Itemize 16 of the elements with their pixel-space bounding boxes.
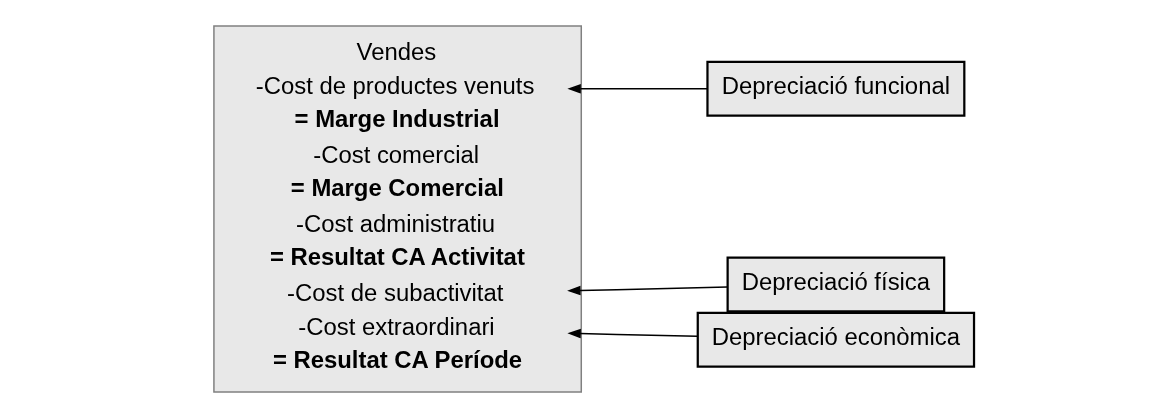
node-text: -Cost de subactivitat [286,278,503,306]
arrow [566,328,698,339]
node-text: -Cost administratiu [295,209,495,237]
node-text: = Resultat CA Activitat [269,242,525,270]
node-box: Depreciació funcional [705,60,965,117]
node-box: Depreciació física [726,256,945,313]
node-text: = Resultat CA Període [272,345,522,373]
arrow [566,84,708,94]
node-text: -Cost de productes venuts [255,72,534,100]
arrow [566,285,728,296]
node-box: Depreciació econòmica [696,311,975,368]
node-text: -Cost extraordinari [297,312,495,340]
node-text: = Marge Industrial [294,105,500,133]
node-text: = Marge Comercial [290,174,504,202]
node-text: -Cost comercial [312,141,479,169]
node-text: Vendes [356,38,436,66]
